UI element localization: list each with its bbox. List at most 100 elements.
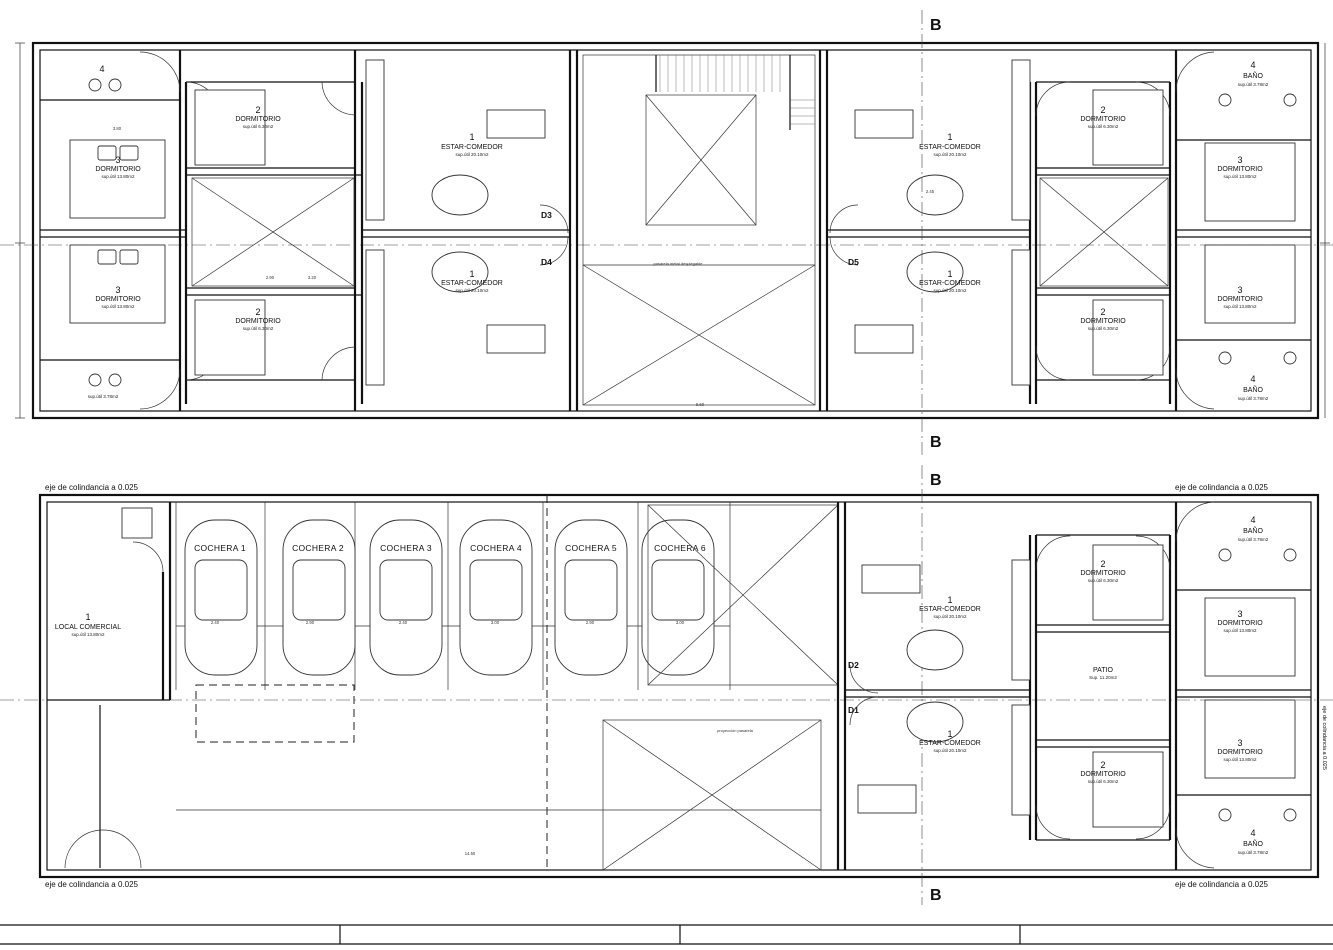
bedroom-area: sup.útil 6.30m2 [243, 326, 274, 331]
garage-label-2: COCHERA 2 [292, 543, 344, 553]
dim-label: 3.00 [676, 620, 685, 625]
door-label: D5 [848, 257, 859, 267]
bath-number: 4 [1250, 60, 1255, 70]
bedroom-label: DORMITORIO [1217, 620, 1263, 627]
dim-label: 2.90 [306, 620, 315, 625]
boundary-label-top-right: eje de colindancia a 0.025 [1175, 483, 1269, 492]
garage-label-1: COCHERA 1 [194, 543, 246, 553]
door-label: D4 [541, 257, 552, 267]
section-marker-top: B [930, 17, 942, 34]
living-label: ESTAR-COMEDOR [919, 280, 981, 287]
dim-label: 2.45 [926, 189, 935, 194]
bath-number: 4 [1250, 515, 1255, 525]
living-area: sup.útil 20.10m2 [933, 748, 967, 753]
dim-label: 2.90 [586, 620, 595, 625]
boundary-label-bottom-left: eje de colindancia a 0.025 [45, 880, 139, 889]
bedroom-area: sup.útil 6.30m2 [243, 124, 274, 129]
bedroom-area: sup.útil 13.80m2 [101, 174, 135, 179]
bedroom-area: sup.útil 13.80m2 [101, 304, 135, 309]
dim-label: 14.50 [465, 851, 476, 856]
stair-treads-top [655, 55, 815, 130]
bedroom-area: sup.útil 6.30m2 [1088, 578, 1119, 583]
bedroom-label: DORMITORIO [1080, 570, 1126, 577]
bedroom-label: DORMITORIO [95, 296, 141, 303]
bath-area: sup.útil 3.78m2 [88, 394, 119, 399]
bedroom-area: sup.útil 13.80m2 [1223, 304, 1257, 309]
bath-area: sup.útil 3.78m2 [1238, 396, 1269, 401]
dim-label: 3.80 [113, 126, 122, 131]
patio-area: Sup. 11.20m2 [1089, 675, 1117, 680]
bath-label: BAÑO [1243, 526, 1263, 535]
patio-label: PATIO [1093, 667, 1114, 674]
dim-label: 2.40 [399, 620, 408, 625]
living-area: sup.útil 20.10m2 [455, 152, 489, 157]
living-area: sup.útil 20.10m2 [455, 288, 489, 293]
garage-label-4: COCHERA 4 [470, 543, 522, 553]
bath-number: 4 [99, 64, 104, 74]
door-label: D1 [848, 705, 859, 715]
section-marker-bottom-top: B [930, 472, 942, 489]
living-number: 1 [947, 132, 952, 142]
living-label: ESTAR-COMEDOR [919, 740, 981, 747]
garage-bays [175, 502, 731, 690]
bedroom-label: DORMITORIO [1080, 116, 1126, 123]
living-label: ESTAR-COMEDOR [919, 144, 981, 151]
bedroom-area: sup.útil 6.30m2 [1088, 779, 1119, 784]
living-area: sup.útil 20.10m2 [933, 288, 967, 293]
bath-area: sup.útil 3.78m2 [1238, 82, 1269, 87]
boundary-label-bottom-right: eje de colindancia a 0.025 [1175, 880, 1269, 889]
living-number: 1 [947, 595, 952, 605]
bedroom-number: 2 [1100, 559, 1105, 569]
dim-label: 2.90 [266, 275, 275, 280]
bedroom-number: 3 [1237, 738, 1242, 748]
living-area: sup.útil 20.10m2 [933, 152, 967, 157]
bath-number: 4 [1250, 374, 1255, 384]
shop-area: sup.útil 13.80m2 [71, 632, 105, 637]
living-label: ESTAR-COMEDOR [441, 144, 503, 151]
boundary-label-side: eje de colindancia a 0.025 [1321, 706, 1327, 770]
bedroom-label: DORMITORIO [1080, 318, 1126, 325]
bedroom-number: 2 [1100, 760, 1105, 770]
bedroom-number: 2 [1100, 105, 1105, 115]
section-marker-bottom: B [930, 887, 942, 904]
bedroom-label: DORMITORIO [1217, 296, 1263, 303]
bedroom-label: DORMITORIO [235, 318, 281, 325]
living-number: 1 [947, 269, 952, 279]
bath-number: 4 [1250, 828, 1255, 838]
dim-label: 3.00 [491, 620, 500, 625]
bedroom-number: 3 [1237, 609, 1242, 619]
walkway-note: pasarela metal desplegable [654, 261, 704, 266]
bedroom-number: 3 [1237, 155, 1242, 165]
garage-label-6: COCHERA 6 [654, 543, 706, 553]
garage-label-3: COCHERA 3 [380, 543, 432, 553]
title-block-strip [0, 924, 1333, 945]
bedroom-area: sup.útil 13.80m2 [1223, 628, 1257, 633]
bedroom-area: sup.útil 13.80m2 [1223, 174, 1257, 179]
bedroom-label: DORMITORIO [1217, 166, 1263, 173]
door-label: D3 [541, 210, 552, 220]
bedroom-area: sup.útil 6.30m2 [1088, 124, 1119, 129]
shop-number: 1 [85, 612, 90, 622]
living-number: 1 [947, 729, 952, 739]
bedroom-label: DORMITORIO [95, 166, 141, 173]
bath-label: BAÑO [1243, 385, 1263, 394]
bedroom-label: DORMITORIO [1217, 749, 1263, 756]
bedroom-label: DORMITORIO [235, 116, 281, 123]
section-marker-top-bottom: B [930, 434, 942, 451]
living-number: 1 [469, 132, 474, 142]
bath-area: sup.útil 3.78m2 [1238, 850, 1269, 855]
living-label: ESTAR-COMEDOR [919, 606, 981, 613]
bedroom-label: DORMITORIO [1080, 771, 1126, 778]
bedroom-number: 2 [255, 307, 260, 317]
bath-label: BAÑO [1243, 71, 1263, 80]
garage-label-5: COCHERA 5 [565, 543, 617, 553]
living-area: sup.útil 20.10m2 [933, 614, 967, 619]
bedroom-area: sup.útil 6.30m2 [1088, 326, 1119, 331]
bedroom-number: 2 [1100, 307, 1105, 317]
shop-label: LOCAL COMERCIAL [55, 624, 121, 631]
door-label: D2 [848, 660, 859, 670]
bedroom-area: sup.útil 13.80m2 [1223, 757, 1257, 762]
dim-label: 2.40 [211, 620, 220, 625]
living-number: 1 [469, 269, 474, 279]
